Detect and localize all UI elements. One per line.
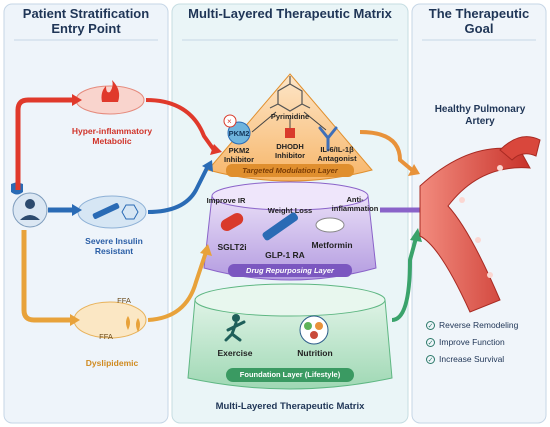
healthy-artery-label: Healthy Pulmonary Artery <box>434 104 526 127</box>
sglt2i-label: SGLT2i <box>217 242 247 252</box>
drug-repurposing-layer <box>203 181 377 281</box>
nutrition-plate-icon <box>299 315 329 345</box>
antibody-icon <box>318 126 338 152</box>
metformin-label: Metformin <box>311 240 353 250</box>
goal-item: ✓ Reverse Remodeling <box>426 320 519 330</box>
pkm2-inhibitor-label: PKM2 Inhibitor <box>224 146 254 164</box>
ffa-label: FFA <box>117 296 131 305</box>
insulin-syringe-cloud-icon <box>77 195 147 229</box>
exercise-label: Exercise <box>217 348 253 358</box>
svg-text:×: × <box>227 117 232 126</box>
check-icon: ✓ <box>426 354 435 364</box>
nutrition-label: Nutrition <box>297 348 333 358</box>
left-panel-title: Patient Stratification Entry Point <box>22 6 150 36</box>
weight-loss-label: Weight Loss <box>267 206 313 215</box>
bottom-caption: Multi-Layered Therapeutic Matrix <box>215 401 365 412</box>
glp1-label: GLP-1 RA <box>265 250 305 260</box>
exercise-icon <box>224 314 246 342</box>
pulmonary-artery-icon <box>419 136 541 313</box>
metformin-pill-icon <box>315 217 345 233</box>
right-panel <box>411 3 547 424</box>
ffa-label-2: FFA <box>99 332 113 341</box>
phenotype-hyper-inflammatory: Hyper-inflammatory Metabolic <box>71 126 153 146</box>
sglt2i-pill-icon <box>220 213 244 231</box>
middle-panel-title: Multi-Layered Therapeutic Matrix <box>188 6 392 21</box>
anti-inflammation-label: Anti-inflammation <box>331 195 379 213</box>
pyrimidine-label: Pyrimidine <box>270 112 310 121</box>
check-icon: ✓ <box>426 337 435 347</box>
drug-repurposing-title: Drug Repurposing Layer <box>246 266 334 275</box>
goal-item: ✓ Improve Function <box>426 337 505 347</box>
foundation-layer <box>187 283 393 390</box>
dhodh-inhibitor-label: DHODH Inhibitor <box>275 142 305 160</box>
pkm2-icon <box>227 121 251 145</box>
pkm2-label: PKM2 <box>228 129 250 138</box>
targeted-modulation-title: Targeted Modulation Layer <box>242 166 338 175</box>
right-panel-title: The Therapeutic Goal <box>428 6 530 36</box>
improve-ir-label: Improve IR <box>206 196 246 205</box>
il-antagonist-label: IL-6/IL-1β Antagonist <box>317 145 357 163</box>
pyrimidine-molecule-icon <box>269 76 311 112</box>
flame-cloud-icon <box>75 80 145 115</box>
dhodh-block-icon <box>285 128 295 138</box>
goal-item: ✓ Increase Survival <box>426 354 505 364</box>
glp1-pen-icon <box>262 212 299 241</box>
phenotype-dyslipidemic: Dyslipidemic <box>85 358 139 368</box>
foundation-title: Foundation Layer (Lifestyle) <box>239 370 341 379</box>
check-icon: ✓ <box>426 320 435 330</box>
phenotype-insulin-resistant: Severe Insulin Resistant <box>85 236 143 256</box>
